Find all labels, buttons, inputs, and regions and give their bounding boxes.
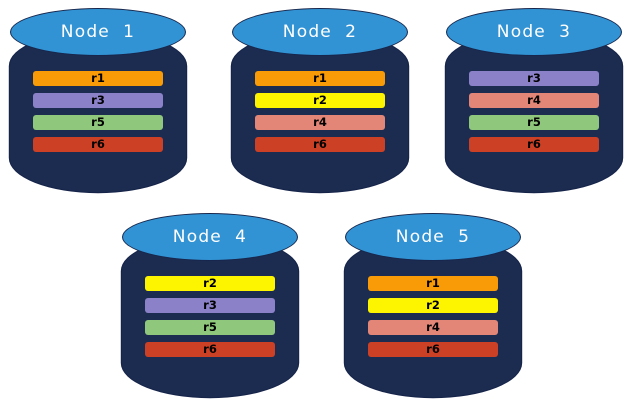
replica-bar-r5[interactable]: r5 <box>33 115 163 130</box>
replica-bar-r2[interactable]: r2 <box>368 298 498 313</box>
replica-bar-r6[interactable]: r6 <box>145 342 275 357</box>
replica-bar-r2[interactable]: r2 <box>145 276 275 291</box>
replica-bar-r5[interactable]: r5 <box>145 320 275 335</box>
replica-bar-r4[interactable]: r4 <box>368 320 498 335</box>
replica-bar-r2[interactable]: r2 <box>255 93 385 108</box>
node-top-ellipse <box>122 213 298 261</box>
replica-list: r1 r2 r4 r6 <box>255 71 385 152</box>
replica-list: r3 r4 r5 r6 <box>469 71 599 152</box>
replica-bar-r6[interactable]: r6 <box>33 137 163 152</box>
node-body <box>232 32 408 192</box>
replica-bar-r3[interactable]: r3 <box>145 298 275 313</box>
replica-bar-r1[interactable]: r1 <box>255 71 385 86</box>
replica-bar-r4[interactable]: r4 <box>469 93 599 108</box>
replica-bar-r6[interactable]: r6 <box>255 137 385 152</box>
node-body <box>446 32 622 192</box>
replica-bar-r6[interactable]: r6 <box>469 137 599 152</box>
replica-bar-r3[interactable]: r3 <box>469 71 599 86</box>
replica-bar-r6[interactable]: r6 <box>368 342 498 357</box>
replica-bar-r3[interactable]: r3 <box>33 93 163 108</box>
node-body <box>10 32 186 192</box>
replica-list: r1 r3 r5 r6 <box>33 71 163 152</box>
node-top-ellipse <box>232 8 408 56</box>
node-top-ellipse <box>345 213 521 261</box>
replica-bar-r1[interactable]: r1 <box>368 276 498 291</box>
replica-bar-r1[interactable]: r1 <box>33 71 163 86</box>
replica-bar-r5[interactable]: r5 <box>469 115 599 130</box>
node-body <box>122 237 298 397</box>
node-top-ellipse <box>446 8 622 56</box>
replica-bar-r4[interactable]: r4 <box>255 115 385 130</box>
replica-list: r2 r3 r5 r6 <box>145 276 275 357</box>
node-body <box>345 237 521 397</box>
replica-list: r1 r2 r4 r6 <box>368 276 498 357</box>
node-top-ellipse <box>10 8 186 56</box>
